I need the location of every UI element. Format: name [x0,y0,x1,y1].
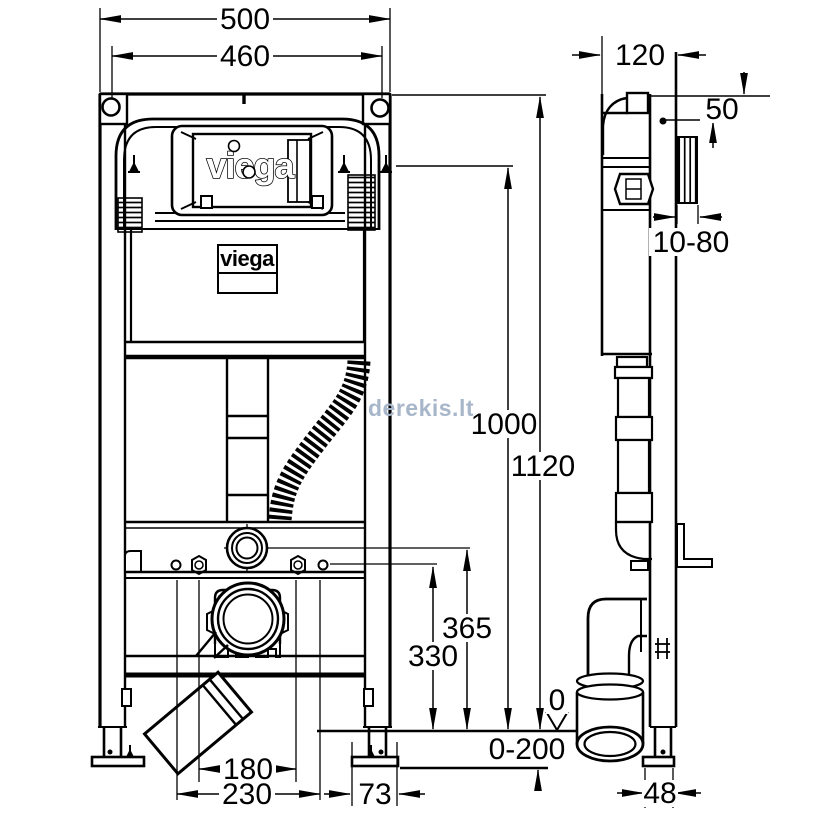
dim-frame-depth: 120 [572,39,706,72]
dim-label-0: 0 [549,684,566,717]
dim-label-73: 73 [358,778,391,811]
dimensions-front: 500 460 1000 1120 365 [99,3,577,811]
watermark: derekis.lt [368,395,474,421]
spring-clip-left [117,197,143,233]
dim-anchor-spacing: 460 [111,40,383,98]
threaded-rod [677,136,698,204]
dim-water-supply-height: 365 [439,549,495,730]
dim-foot-plate: 73 [324,778,425,811]
flush-plate-fixing-point [659,117,667,125]
rail-clip-left [121,688,132,707]
dim-fixing-height: 330 [405,566,461,730]
lower-assembly [124,520,470,678]
corrugated-hose [268,359,371,522]
anchor-hole-right [370,98,390,118]
dim-label-0-200: 0-200 [489,733,566,766]
logo-dot-icon [227,139,241,153]
anchor-marks [128,155,392,173]
dim-label-50: 50 [705,93,738,126]
dimensions-side: 120 50 10-80 48 [572,39,748,810]
dim-label-330: 330 [408,640,458,673]
dim-wall-clearance: 10-80 [649,205,733,259]
dim-foot-depth: 48 [617,768,701,810]
pipe-clamp [655,638,670,659]
fixing-bolt [191,554,207,576]
dim-outlet-inner: 180 [198,753,297,786]
dim-label-1000: 1000 [471,408,538,441]
side-view [575,36,770,768]
brand-logo-label: viega [220,246,275,271]
dim-label-365: 365 [442,612,492,645]
dim-outlet-outer: 230 [176,778,321,811]
dim-overall-width: 500 [99,3,391,92]
window-clip-right [311,195,324,209]
flush-bend [601,91,655,211]
logo-dot-icon [242,165,256,179]
dim-label-120: 120 [615,39,665,72]
side-foot [641,726,676,768]
anchor-hole-left [101,97,121,117]
dim-label-230: 230 [222,778,272,811]
fixing-bolt [290,554,306,576]
tank-label: viega [217,244,278,294]
fixing-hole [170,559,182,571]
dim-top-offset: 50 [700,72,748,148]
foot-plate-right [350,755,400,768]
mounting-frame [98,92,392,728]
outlet-pipe [142,670,254,776]
center-channel [225,357,270,522]
window-clip-left [200,195,213,209]
rail-clip-right [363,688,374,707]
floor-bracket [676,523,713,568]
elbow-pipe [575,597,647,763]
front-view: viega viega [90,92,578,776]
dim-label-460: 460 [220,40,270,73]
dim-label-500: 500 [220,3,270,36]
dim-label-1120: 1120 [511,450,576,483]
fixing-hole [317,559,329,571]
flush-plate-window: viega [170,124,334,217]
bracket-step-left [124,550,142,573]
drain-flange [206,581,289,658]
valve-profile [613,355,654,571]
dim-label-48: 48 [643,777,676,810]
brand-logo-window: viega [206,145,295,186]
adjustable-feet [90,727,400,768]
foot-plate-left [90,755,146,768]
dim-floor-zero: 0 [546,684,568,717]
dim-flush-plate-height: 1000 [396,165,538,730]
dim-frame-height: 1120 [392,94,577,730]
dim-label-10-80: 10-80 [653,226,730,259]
dim-floor-adjustment: 0-200 [482,733,572,791]
flush-mechanism-panel [287,139,311,203]
spring-clip-right [347,174,376,231]
